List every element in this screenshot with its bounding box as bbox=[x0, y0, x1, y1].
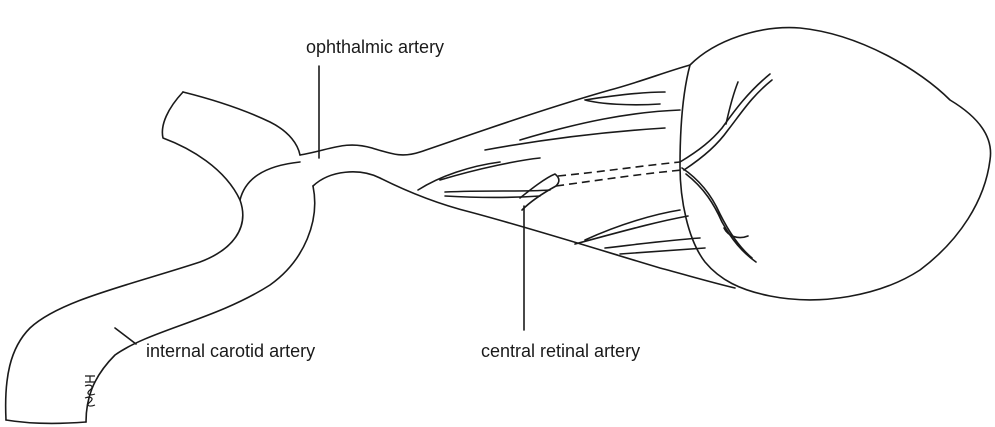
carotid-leader-line bbox=[115, 328, 136, 344]
optic-nerve-lower-dashed bbox=[556, 170, 682, 186]
ophthalmic-upper-wall bbox=[300, 65, 690, 155]
carotid-bifurcation bbox=[240, 162, 300, 200]
eyeball bbox=[680, 28, 991, 300]
retinal-vessel-upper-twig bbox=[726, 82, 738, 124]
central-retinal-artery-label: central retinal artery bbox=[481, 342, 640, 360]
lower-branch-3 bbox=[605, 238, 705, 254]
carotid-bottom-edge bbox=[6, 420, 86, 423]
upper-branch-2 bbox=[485, 110, 680, 150]
lower-branch-1 bbox=[445, 190, 550, 198]
internal-carotid-artery-label: internal carotid artery bbox=[146, 342, 315, 360]
optic-nerve-upper-dashed bbox=[558, 162, 680, 176]
middle-branch bbox=[418, 158, 540, 190]
central-retinal-artery-vessel bbox=[520, 174, 559, 210]
ophthalmic-artery-label: ophthalmic artery bbox=[306, 38, 444, 56]
carotid-outer-wall bbox=[6, 92, 243, 420]
lower-branch-2 bbox=[575, 210, 688, 244]
carotid-top-edge bbox=[183, 92, 300, 155]
retinal-vessel-lower bbox=[682, 168, 756, 262]
carotid-inner-wall bbox=[86, 186, 315, 422]
artist-signature bbox=[82, 372, 98, 408]
